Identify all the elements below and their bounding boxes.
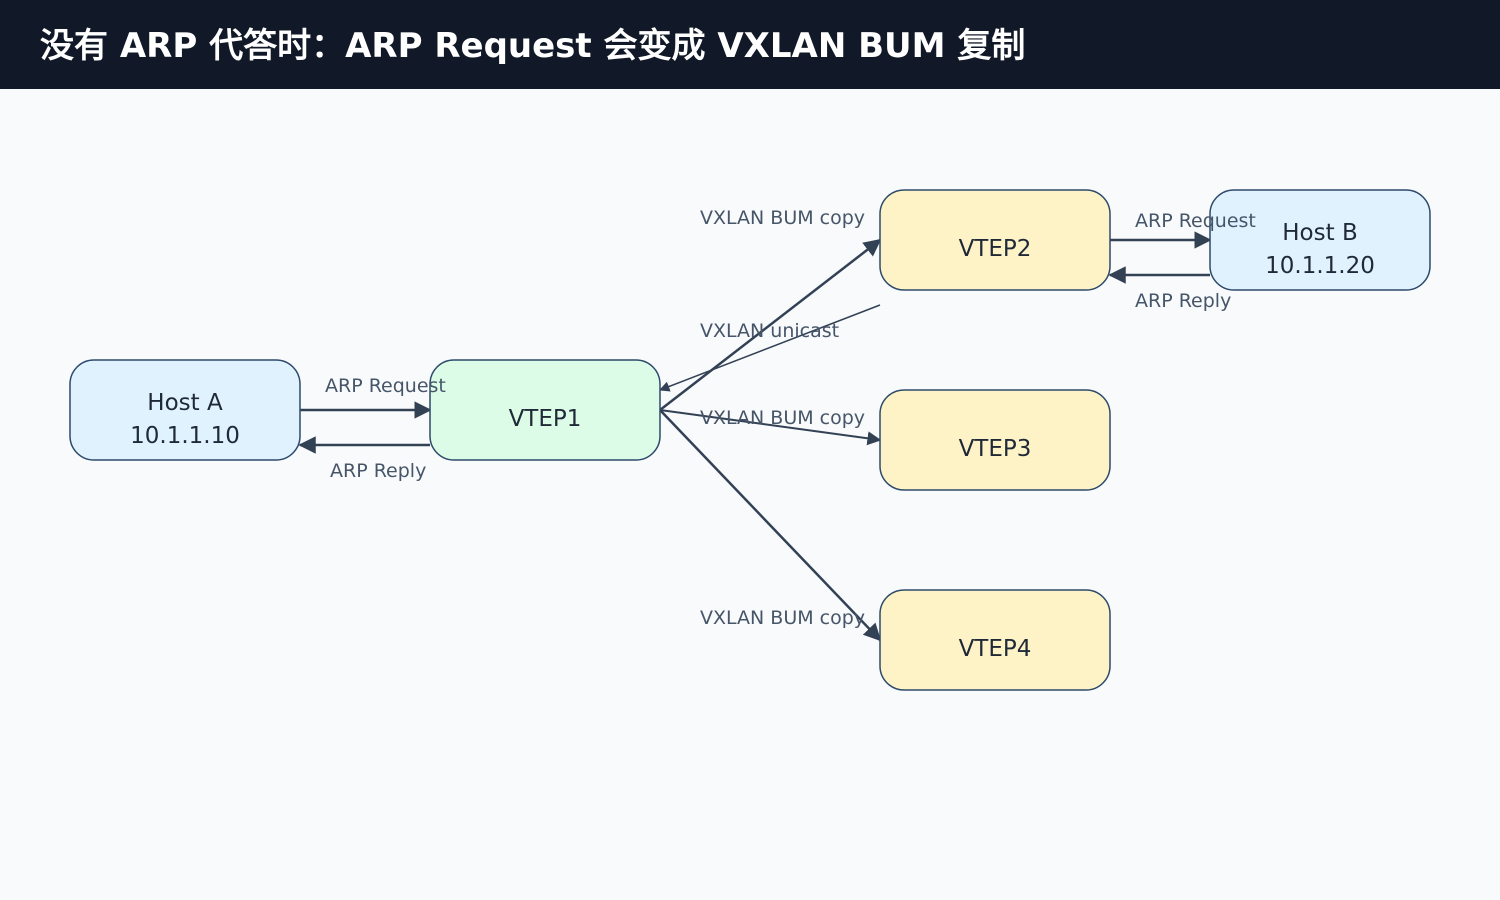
- vtep2-name: VTEP2: [959, 236, 1032, 262]
- vtep4-name: VTEP4: [959, 636, 1032, 662]
- node-vtep2: VTEP2: [879, 189, 1111, 291]
- host-a-name: Host A: [147, 390, 223, 416]
- vtep1-name: VTEP1: [509, 406, 582, 432]
- edge-vtep2-to-vtep1: [659, 304, 881, 392]
- node-host-a: Host A 10.1.1.10: [69, 359, 301, 461]
- host-b-ip: 10.1.1.20: [1265, 253, 1375, 279]
- node-vtep3: VTEP3: [879, 389, 1111, 491]
- host-a-ip: 10.1.1.10: [130, 423, 240, 449]
- label-vtep1-to-vtep2: VXLAN BUM copy: [700, 207, 865, 229]
- label-b-to-vtep2: ARP Reply: [1135, 290, 1231, 312]
- header-bar: 没有 ARP 代答时：ARP Request 会变成 VXLAN BUM 复制: [0, 0, 1500, 89]
- edge-vtep1-to-vtep2: [659, 238, 882, 411]
- label-a-to-vtep1: ARP Request: [325, 375, 446, 397]
- node-host-b: Host B 10.1.1.20: [1209, 189, 1431, 291]
- node-vtep1: VTEP1: [429, 359, 661, 461]
- label-vtep1-to-vtep4: VXLAN BUM copy: [700, 607, 865, 629]
- edge-vtep1-to-vtep3: [659, 409, 882, 446]
- label-vtep2-to-b: ARP Request: [1135, 210, 1256, 232]
- page-title: 没有 ARP 代答时：ARP Request 会变成 VXLAN BUM 复制: [40, 26, 1026, 66]
- label-vtep1-to-a: ARP Reply: [330, 460, 426, 482]
- label-vtep1-to-vtep3: VXLAN BUM copy: [700, 407, 865, 429]
- edge-vtep1-to-vtep4: [659, 409, 882, 642]
- vtep3-name: VTEP3: [959, 436, 1032, 462]
- label-vtep2-to-vtep1: VXLAN unicast: [700, 320, 839, 342]
- node-vtep4: VTEP4: [879, 589, 1111, 691]
- host-b-name: Host B: [1282, 220, 1357, 246]
